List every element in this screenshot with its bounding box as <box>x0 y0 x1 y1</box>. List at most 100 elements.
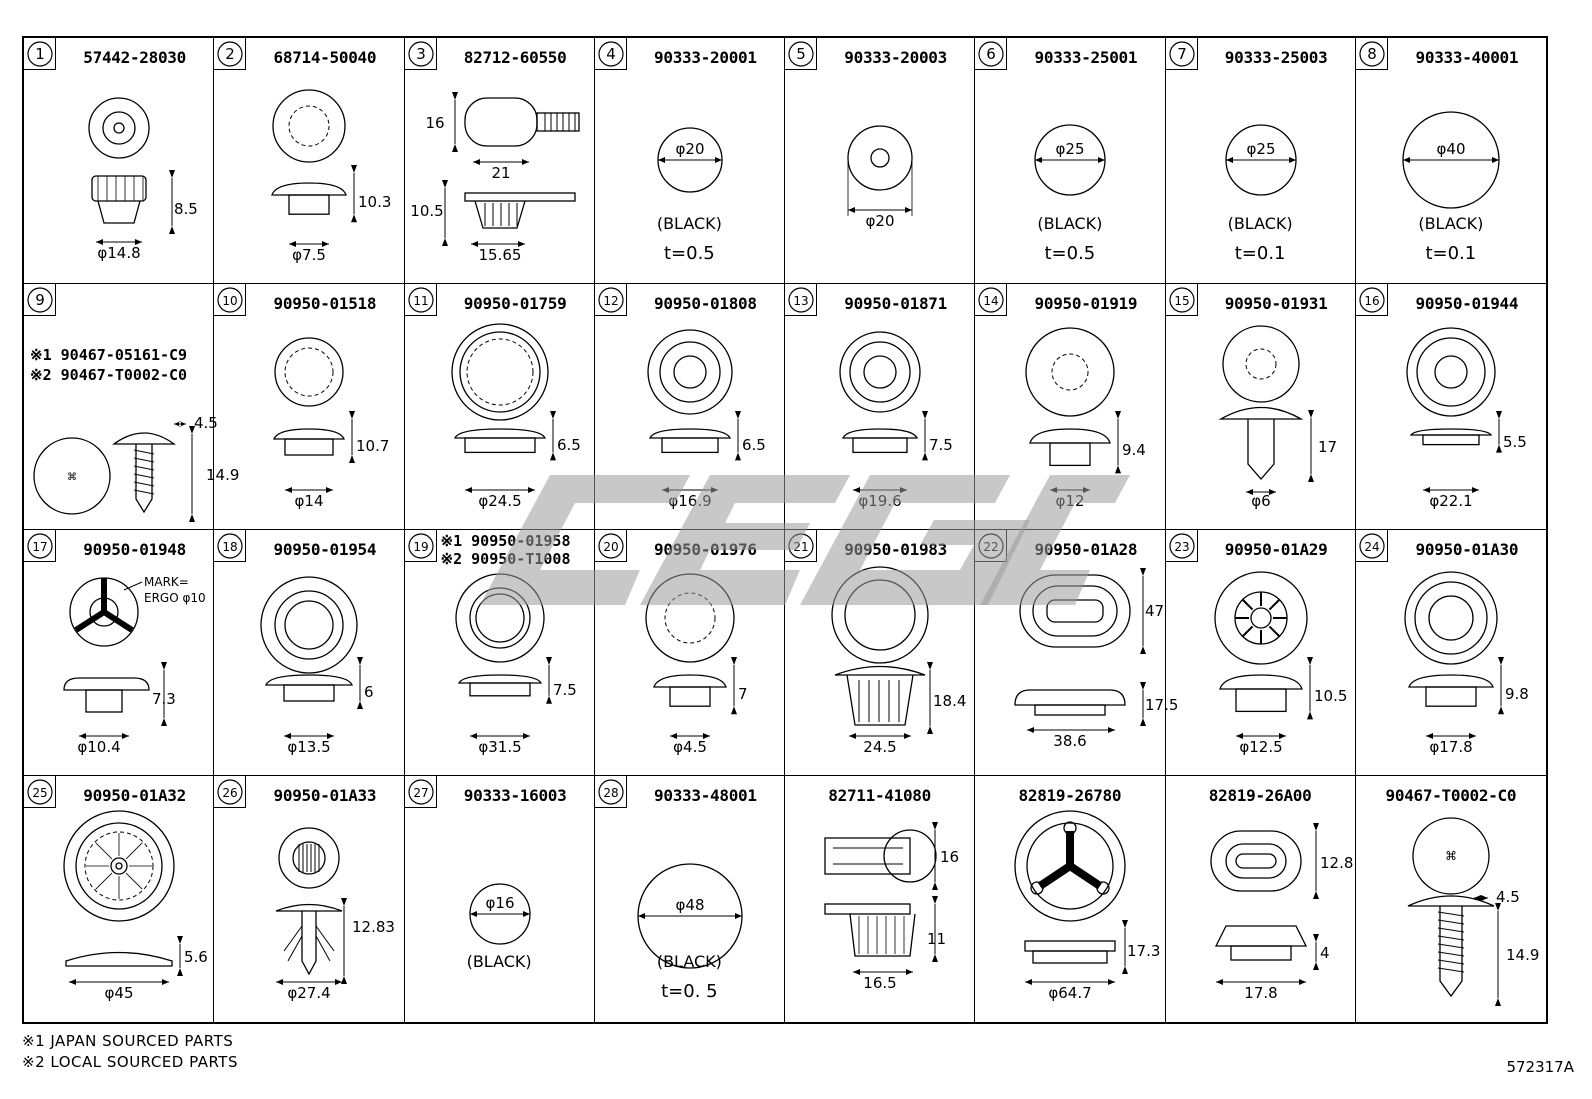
dimension-label: 8.5 <box>174 200 198 218</box>
index-number: 17 <box>32 540 47 554</box>
dimension-label: 17 <box>1318 438 1337 456</box>
dimension-label: 10.5 <box>1314 687 1347 705</box>
index-number: 18 <box>223 540 238 554</box>
dimension-label: 15.65 <box>478 246 521 264</box>
part-drawing: 17 φ6 <box>1218 325 1337 510</box>
index-badge: 4 <box>594 38 627 70</box>
part-number: 90333-40001 <box>1415 48 1519 67</box>
color-note: (BLACK) <box>1227 214 1293 233</box>
dimension-label: 6.5 <box>742 436 766 454</box>
dimension-label: 21 <box>491 164 510 182</box>
dimension-label: φ7.5 <box>292 246 326 264</box>
dimension-label: 47 <box>1145 602 1164 620</box>
index-badge: 3 <box>404 38 437 70</box>
dimension-label: 6.5 <box>557 436 581 454</box>
index-badge: 18 <box>214 530 247 562</box>
part-number: 68714-50040 <box>273 48 377 67</box>
thickness-note: t=0. 5 <box>661 981 718 1002</box>
part-number: 90950-01944 <box>1415 294 1519 313</box>
index-number: 25 <box>32 786 47 800</box>
dimension-label: 14.9 <box>206 466 239 484</box>
dimension-label: φ6 <box>1251 492 1270 510</box>
footnote-japan-sourced: ※1 JAPAN SOURCED PARTS <box>22 1032 234 1050</box>
part-drawing: ⌘4.514.9 <box>1407 817 1539 1006</box>
thickness-note: t=0.1 <box>1425 243 1477 264</box>
part-drawing: φ25 <box>1224 124 1297 196</box>
index-badge: 14 <box>975 284 1008 316</box>
dimension-label: 38.6 <box>1054 732 1087 750</box>
index-badge: 24 <box>1355 530 1388 562</box>
svg-text:⌘: ⌘ <box>1445 849 1457 863</box>
dimension-label: 18.4 <box>933 692 966 710</box>
dimension-label: 6 <box>364 683 374 701</box>
part-number: 90950-01A29 <box>1224 540 1328 559</box>
part-cell: 5 90333-20003 φ20 <box>785 38 976 284</box>
part-drawing: φ20 <box>657 127 723 193</box>
dimension-label: 10.7 <box>356 437 389 455</box>
index-number: 15 <box>1174 294 1189 308</box>
dimension-label: φ31.5 <box>478 738 521 756</box>
color-note: (BLACK) <box>1418 214 1484 233</box>
index-number: 10 <box>223 294 238 308</box>
part-number: 90950-01808 <box>654 294 757 313</box>
dimension-label: φ12.5 <box>1239 738 1282 756</box>
part-drawing: 10.3φ7.5 <box>271 89 392 264</box>
index-badge: 23 <box>1165 530 1198 562</box>
dimension-label: φ45 <box>105 984 134 1002</box>
mark-label: ERGO φ10 <box>144 591 206 605</box>
index-badge: 28 <box>594 776 627 808</box>
color-note: (BLACK) <box>656 952 722 971</box>
dimension-label: φ27.4 <box>288 984 331 1002</box>
dimension-label: 12.83 <box>352 918 395 936</box>
index-badge: 15 <box>1165 284 1198 316</box>
part-drawing: φ40 <box>1402 111 1500 209</box>
index-number: 5 <box>796 45 806 63</box>
dimension-label: φ4.5 <box>673 738 707 756</box>
dimension-label: 7.5 <box>929 436 953 454</box>
index-badge: 13 <box>785 284 817 316</box>
index-number: 24 <box>1364 540 1379 554</box>
dimension-label: φ64.7 <box>1049 984 1092 1002</box>
index-number: 1 <box>35 45 45 63</box>
part-drawing: φ16 <box>468 883 531 945</box>
part-number: 57442-28030 <box>83 48 186 67</box>
part-number: 90950-01954 <box>273 540 377 559</box>
dimension-label: 7 <box>738 685 748 703</box>
part-number: 90333-25001 <box>1034 48 1138 67</box>
part-number: 90950-01948 <box>83 540 186 559</box>
dimension-label: φ20 <box>866 212 895 230</box>
dimension-label: φ20 <box>675 140 704 158</box>
index-number: 6 <box>986 45 996 63</box>
index-number: 16 <box>1364 294 1379 308</box>
part-cell: 15 90950-01931 17 φ6 <box>1165 284 1356 530</box>
index-number: 14 <box>984 294 999 308</box>
thickness-note: t=0.5 <box>663 243 715 264</box>
part-drawing: φ48 <box>637 863 743 969</box>
part-number: 90333-20003 <box>844 48 947 67</box>
part-number: 90467-T0002-C0 <box>1385 786 1517 805</box>
dimension-label: 4.5 <box>194 414 218 432</box>
index-badge: 19 <box>404 530 437 562</box>
part-number: 90950-01A30 <box>1415 540 1519 559</box>
color-note: (BLACK) <box>656 214 722 233</box>
part-cell: 9※1 90467-05161-C9※2 90467-T0002-C0⌘14.9… <box>24 284 239 530</box>
index-number: 28 <box>603 786 618 800</box>
index-badge: 2 <box>214 38 247 70</box>
part-number: 90950-01A32 <box>83 786 186 805</box>
part-number: 90950-01931 <box>1224 294 1328 313</box>
dimension-label: φ48 <box>675 896 704 914</box>
